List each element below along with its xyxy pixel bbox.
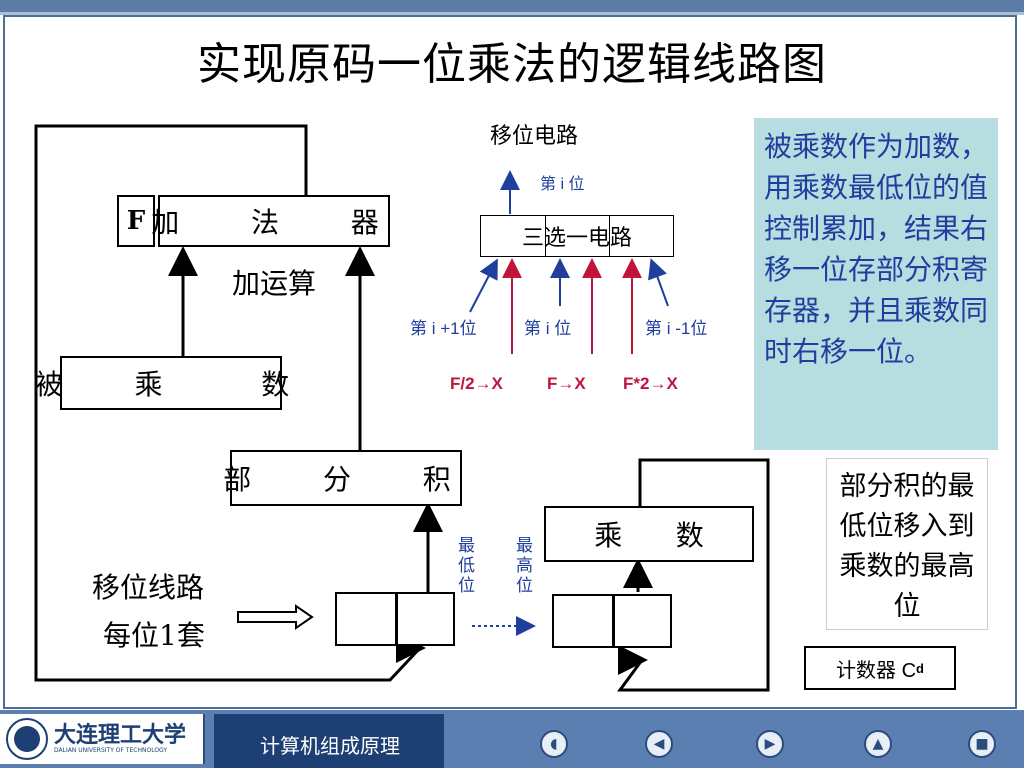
control-double: F*2→X — [623, 374, 678, 393]
home-button[interactable]: ▲ — [864, 730, 892, 758]
slide-frame — [3, 15, 1017, 709]
input-mid-label: 第 i 位 — [524, 319, 572, 338]
course-title-panel — [214, 714, 444, 768]
lowest-bit-label: 最 低 位 — [458, 536, 475, 596]
shift-line-label: 移位线路 — [92, 571, 205, 604]
multiplier-shifter — [552, 594, 672, 648]
adder-box: 加 法 器 — [151, 195, 390, 247]
sound-icon: ◖ — [550, 736, 558, 752]
adder-label: 加 法 器 — [151, 206, 397, 239]
home-icon: ▲ — [872, 736, 884, 752]
multiplier-label: 乘 数 — [594, 519, 704, 552]
partial-shifter — [335, 592, 455, 646]
university-logo: 大连理工大学 DALIAN UNIVERSITY OF TECHNOLOGY — [0, 714, 205, 764]
next-icon: ▶ — [764, 736, 776, 752]
control-same: F→X — [547, 374, 586, 393]
next-button[interactable]: ▶ — [756, 730, 784, 758]
counter-label: 计数器 C — [836, 659, 917, 682]
shift-line-per-bit: 每位1套 — [103, 619, 205, 652]
highest-bit-label: 最 高 位 — [516, 536, 533, 596]
mux-label: 三选一电路 — [521, 226, 632, 251]
mux-box: 三选一电路 — [480, 215, 674, 257]
partial-product-label: 部 分 积 — [223, 463, 469, 496]
output-bit-label: 第 i 位 — [540, 176, 585, 193]
university-seal-icon — [6, 718, 48, 760]
previous-icon: ◀ — [653, 736, 665, 752]
feedback-line — [34, 124, 422, 682]
counter-subscript: d — [916, 660, 924, 676]
diagram-lines — [34, 124, 770, 692]
stop-button[interactable]: ■ — [968, 730, 996, 758]
multiplicand-box: 被 乘 数 — [35, 356, 289, 410]
explanation-note: 被乘数作为加数，用乘数最低位的值控制累加，结果右移一位存部分积寄存器，并且乘数同… — [754, 118, 998, 450]
stop-icon: ■ — [975, 736, 989, 752]
control-half: F/2→X — [450, 374, 503, 393]
input-left-label: 第 i +1位 — [410, 319, 477, 338]
university-name-en: DALIAN UNIVERSITY OF TECHNOLOGY — [54, 747, 168, 754]
partial-shifter-divider — [395, 594, 398, 644]
top-bar-accent — [0, 12, 1024, 15]
course-title: 计算机组成原理 — [260, 734, 400, 758]
add-operation-label: 加运算 — [232, 267, 317, 300]
multiplier-shifter-divider — [612, 596, 615, 646]
page-title: 实现原码一位乘法的逻辑线路图 — [197, 39, 827, 90]
sound-button[interactable]: ◖ — [540, 730, 568, 758]
university-name-cn: 大连理工大学 — [54, 722, 187, 748]
shift-circuit-title: 移位电路 — [490, 124, 579, 149]
input-right-label: 第 i -1位 — [645, 319, 708, 338]
shift-line-pointer — [237, 604, 314, 630]
multiplier-loop — [617, 458, 770, 692]
multiplicand-label: 被 乘 数 — [34, 368, 308, 401]
multiplier-box: 乘 数 — [544, 506, 754, 562]
partial-product-box: 部 分 积 — [223, 450, 462, 506]
shift-note: 部分积的最低位移入到乘数的最高位 — [826, 458, 988, 630]
previous-button[interactable]: ◀ — [645, 730, 673, 758]
top-bar — [0, 0, 1024, 12]
flag-register: F — [117, 195, 155, 247]
